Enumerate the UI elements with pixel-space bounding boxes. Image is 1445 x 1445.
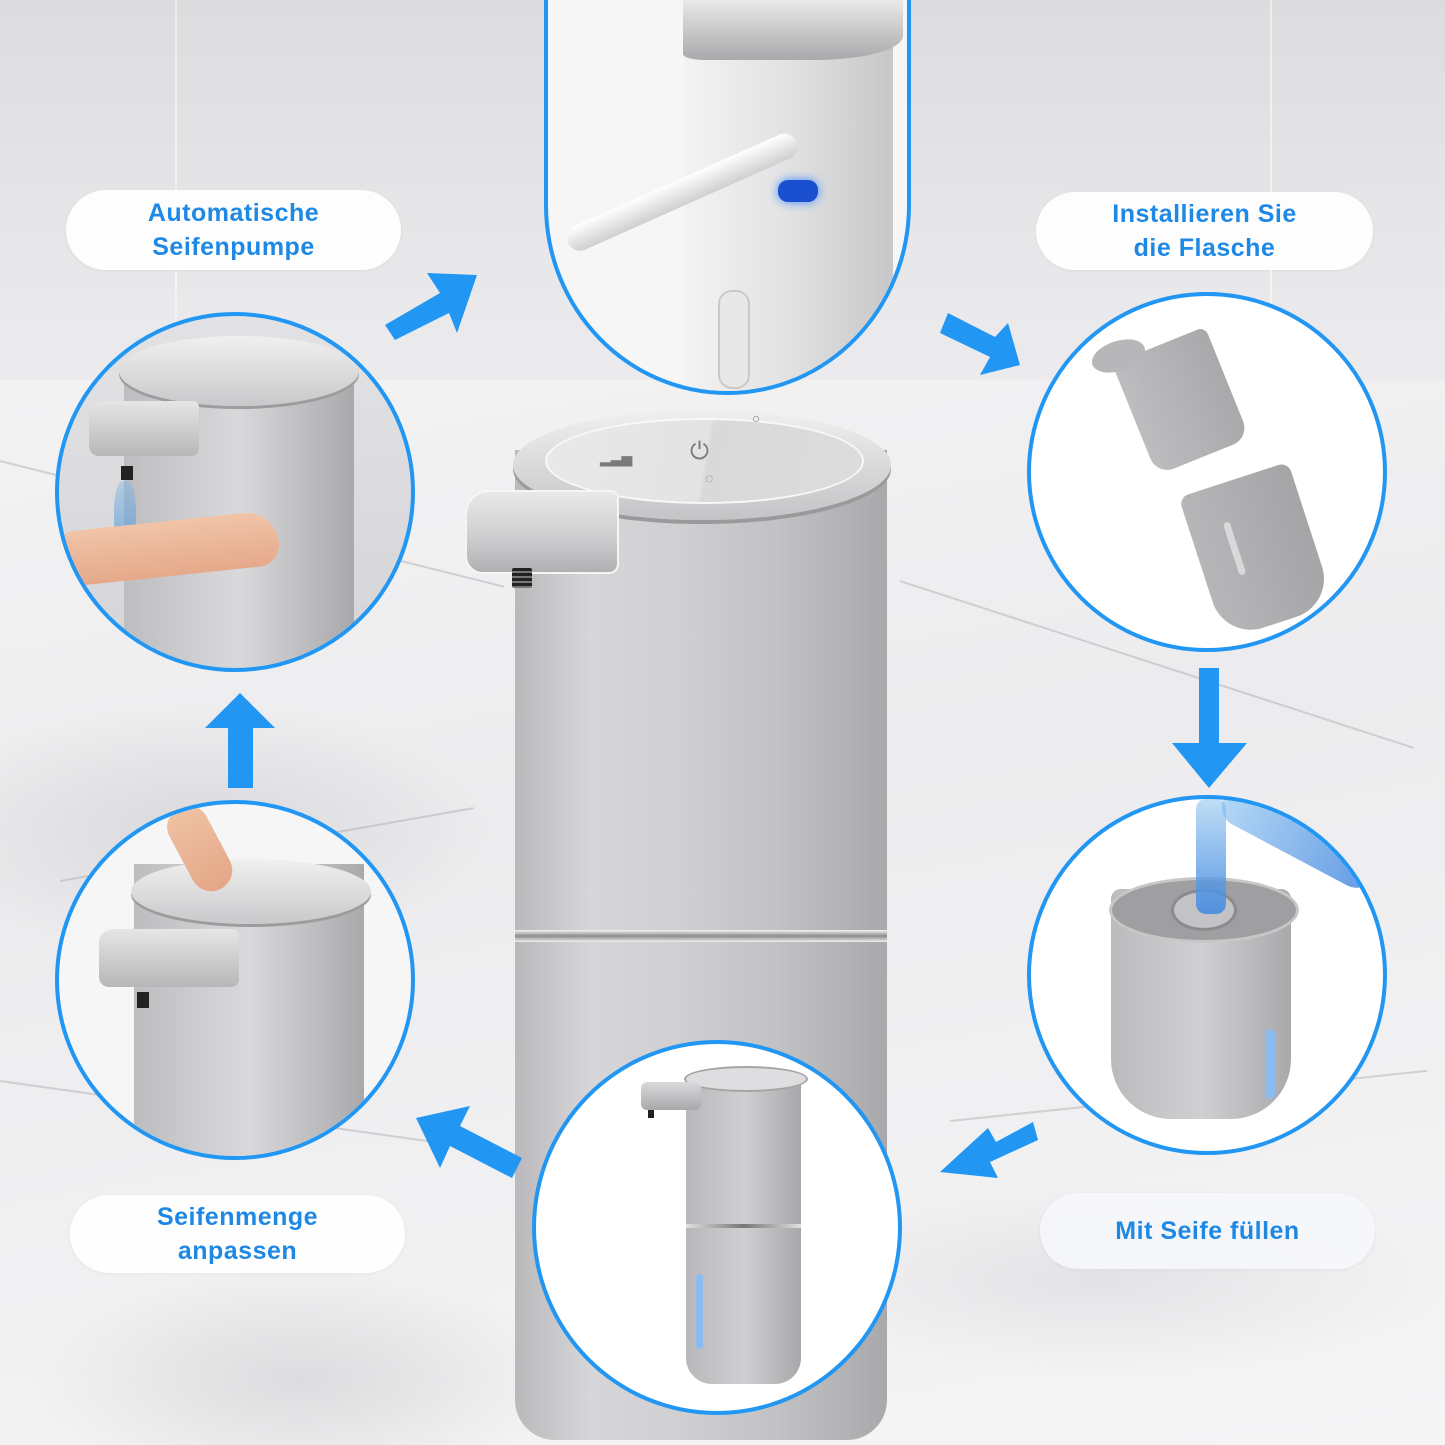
dispenser-top-rim	[683, 0, 903, 60]
usb-c-port-icon	[778, 180, 818, 202]
dispenser-chrome-ring	[515, 930, 887, 942]
dispenser-spout	[99, 929, 239, 987]
dispenser-body	[686, 1074, 801, 1384]
label-text: Mit Seife füllen	[1115, 1217, 1300, 1245]
label-text: die Flasche	[1133, 234, 1276, 262]
arrow-up-left-icon	[416, 1106, 522, 1178]
arrow-up-icon	[205, 693, 275, 788]
circle-fill-soap	[1027, 795, 1387, 1155]
dispenser-nozzle	[137, 992, 149, 1008]
soap-stream	[1196, 799, 1226, 914]
circle-automatic-pump	[55, 312, 415, 672]
circle-usb-charging	[544, 0, 911, 395]
dispenser-control-panel	[545, 418, 864, 504]
soap-bottle	[1178, 461, 1335, 641]
dispenser-spout	[465, 490, 619, 574]
label-text: anpassen	[177, 1237, 298, 1265]
dispenser-top-rim	[131, 859, 371, 924]
dispenser-nozzle	[121, 466, 133, 480]
dispenser-slot	[718, 290, 750, 389]
label-text: Seifenpumpe	[152, 233, 315, 261]
label-install-bottle: Installieren Sie die Flasche	[1036, 192, 1373, 270]
dispenser-nozzle	[512, 568, 532, 588]
label-text: Installieren Sie	[1112, 200, 1297, 228]
dispenser-spout	[89, 401, 199, 456]
circle-adjust-amount	[55, 800, 415, 1160]
foam-icon: ◌	[705, 470, 714, 486]
circle-assembled-dispenser	[532, 1040, 902, 1415]
circle-install-bottle	[1027, 292, 1387, 652]
power-icon: ⏻	[690, 438, 709, 465]
dispenser-top-rim	[119, 336, 359, 406]
arrow-down-right-icon	[940, 313, 1020, 375]
level-window	[696, 1274, 703, 1349]
label-automatic-pump: Automatische Seifenpumpe	[66, 190, 401, 270]
dispenser-top-rim	[684, 1066, 808, 1092]
label-text: Seifenmenge	[156, 1203, 319, 1231]
label-fill-soap: Mit Seife füllen	[1040, 1193, 1375, 1269]
label-adjust-amount: Seifenmenge anpassen	[70, 1195, 405, 1273]
dispenser-spout	[641, 1082, 701, 1110]
arrow-up-right-icon	[385, 273, 477, 340]
arrow-down-left-icon	[940, 1122, 1038, 1178]
signal-bars-icon: ▂▃▅	[600, 450, 633, 466]
indicator-light-icon: ○	[752, 410, 761, 426]
arrow-down-icon	[1172, 668, 1247, 788]
level-window	[1265, 1029, 1275, 1099]
dispenser-chrome-ring	[686, 1224, 801, 1228]
dispenser-nozzle	[648, 1110, 654, 1118]
label-text: Automatische	[147, 199, 320, 227]
